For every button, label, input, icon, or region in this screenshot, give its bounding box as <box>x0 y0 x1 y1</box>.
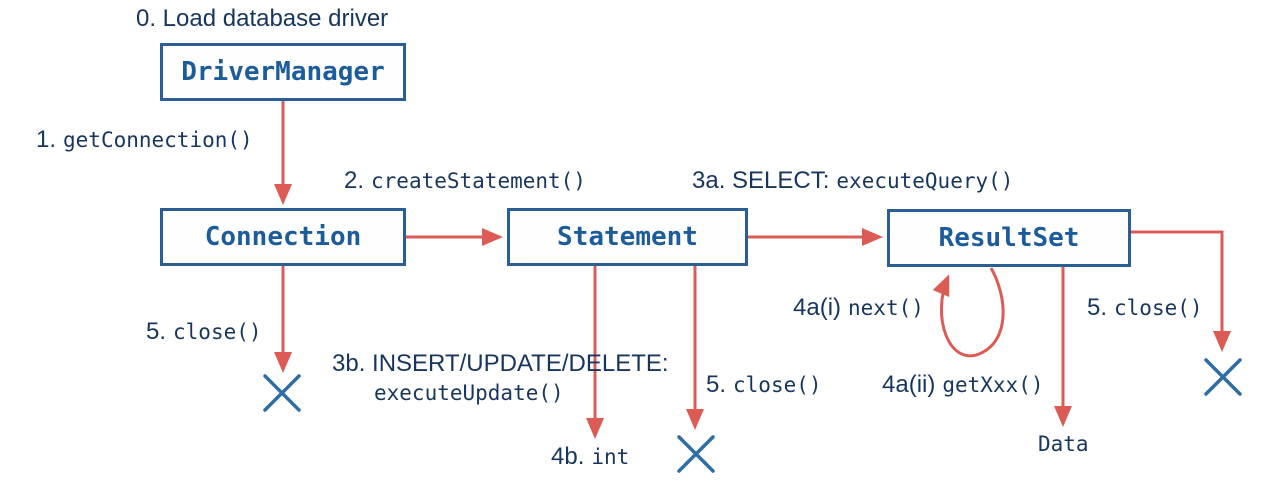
step-number: 4a(i) <box>793 294 842 321</box>
node-statement: Statement <box>507 208 748 266</box>
label-get-connection: 1.getConnection() <box>36 126 253 153</box>
node-drivermanager-label: DriverManager <box>181 57 385 87</box>
label-data-result-text: Data <box>1038 432 1089 456</box>
close-x-icon-resultset <box>1204 358 1242 396</box>
arrow-next-loop <box>932 267 1005 358</box>
node-resultset-label: ResultSet <box>938 223 1080 253</box>
label-close-resultset: 5.close() <box>1087 294 1203 321</box>
label-execute-query: 3a. SELECT:executeQuery() <box>692 167 1014 194</box>
method-name: createStatement() <box>371 169 586 193</box>
label-create-statement: 2.createStatement() <box>344 167 586 194</box>
node-resultset: ResultSet <box>887 209 1131 267</box>
method-name: getXxx() <box>942 373 1044 397</box>
step-number: 1. <box>36 126 57 153</box>
close-x-icon-connection <box>263 374 301 412</box>
node-connection-label: Connection <box>204 222 362 252</box>
label-next-loop: 4a(i)next() <box>793 294 924 321</box>
step-number: 5. <box>146 318 167 345</box>
step-number: 5. <box>706 371 727 398</box>
node-connection: Connection <box>160 208 406 266</box>
label-load-driver: 0. Load database driver <box>136 5 389 32</box>
step-number: 4a(ii) <box>882 371 936 398</box>
step-number: 5. <box>1087 294 1108 321</box>
method-name: executeQuery() <box>836 169 1014 193</box>
arrow-resultset-close <box>1131 230 1231 352</box>
close-x-icon-statement <box>677 435 715 473</box>
label-data-result: Data <box>1038 432 1089 456</box>
node-statement-label: Statement <box>557 222 698 252</box>
method-name: int <box>591 445 630 469</box>
label-execute-update: 3b. INSERT/UPDATE/DELETE: executeUpdate(… <box>332 350 669 406</box>
step-number: 2. <box>344 167 365 194</box>
method-name: getConnection() <box>63 128 253 152</box>
method-name: close() <box>733 373 822 397</box>
label-execute-update-line1: 3b. INSERT/UPDATE/DELETE: <box>332 350 669 377</box>
label-int-result: 4b.int <box>551 443 630 470</box>
method-name: close() <box>173 320 262 344</box>
label-get-xxx: 4a(ii)getXxx() <box>882 371 1044 398</box>
label-load-driver-text: 0. Load database driver <box>136 5 389 32</box>
method-name: close() <box>1114 296 1203 320</box>
label-close-connection: 5.close() <box>146 318 262 345</box>
method-name: executeUpdate() <box>374 381 564 406</box>
node-drivermanager: DriverManager <box>160 43 406 101</box>
step-number: 4b. <box>551 443 585 470</box>
step-number: 3a. SELECT: <box>692 167 830 194</box>
method-name: next() <box>848 296 924 320</box>
label-close-statement: 5.close() <box>706 371 822 398</box>
